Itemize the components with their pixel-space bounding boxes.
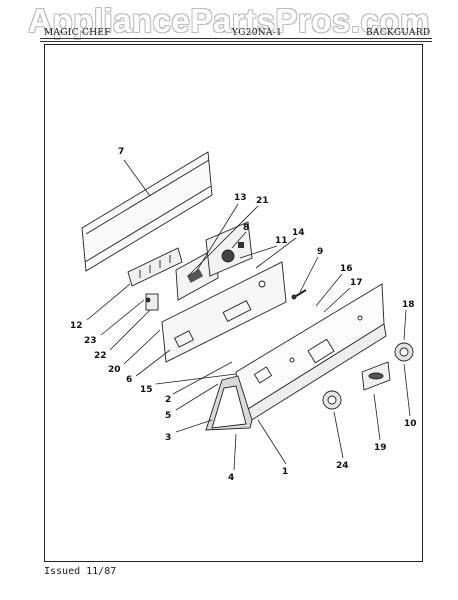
part-backguard-console (235, 283, 387, 427)
callout-18: 18 (402, 300, 415, 310)
callout-24: 24 (336, 461, 349, 471)
callout-11: 11 (275, 236, 288, 246)
leader-lines (86, 159, 411, 471)
callout-1: 1 (282, 467, 288, 477)
callout-14: 14 (292, 228, 305, 238)
model-number: YG20NA-1 (232, 28, 283, 38)
callout-2: 2 (165, 395, 171, 405)
part-end-cap (205, 375, 253, 431)
part-screw (291, 289, 307, 300)
callout-21: 21 (256, 196, 269, 206)
header-rule-2 (40, 41, 432, 42)
callout-3: 3 (165, 433, 171, 443)
callout-23: 23 (84, 336, 97, 346)
diagram-frame (44, 44, 423, 562)
callout-6: 6 (126, 375, 132, 385)
issue-date: Issued 11/87 (44, 566, 117, 577)
callout-19: 19 (374, 443, 387, 453)
callout-labels: 7 13 21 8 11 14 9 16 17 18 12 23 22 20 6… (70, 147, 417, 483)
part-terminal-block (127, 247, 183, 287)
part-trim-panel (81, 151, 213, 272)
callout-4: 4 (228, 473, 234, 483)
brand-header: MAGIC CHEF (44, 28, 111, 38)
site-watermark: AppliancePartsPros.com (28, 2, 430, 39)
header-rule (40, 38, 432, 39)
callout-15: 15 (140, 385, 153, 395)
callout-16: 16 (340, 264, 353, 274)
part-knob-24 (322, 390, 342, 410)
callout-12: 12 (70, 321, 83, 331)
callout-17: 17 (350, 278, 363, 288)
callout-22: 22 (94, 351, 107, 361)
callout-10: 10 (404, 419, 417, 429)
part-small-switch (145, 293, 159, 311)
part-selector-switch (361, 361, 391, 391)
part-switch-bracket (175, 247, 219, 301)
callout-5: 5 (165, 411, 171, 421)
part-knob-10 (394, 342, 414, 362)
callout-7: 7 (118, 147, 124, 157)
section-title: BACKGUARD (366, 28, 431, 38)
part-timer (205, 221, 253, 277)
part-mounting-plate (161, 261, 287, 363)
callout-8: 8 (243, 223, 249, 233)
callout-9: 9 (317, 247, 323, 257)
callout-13: 13 (234, 193, 247, 203)
callout-20: 20 (108, 365, 121, 375)
